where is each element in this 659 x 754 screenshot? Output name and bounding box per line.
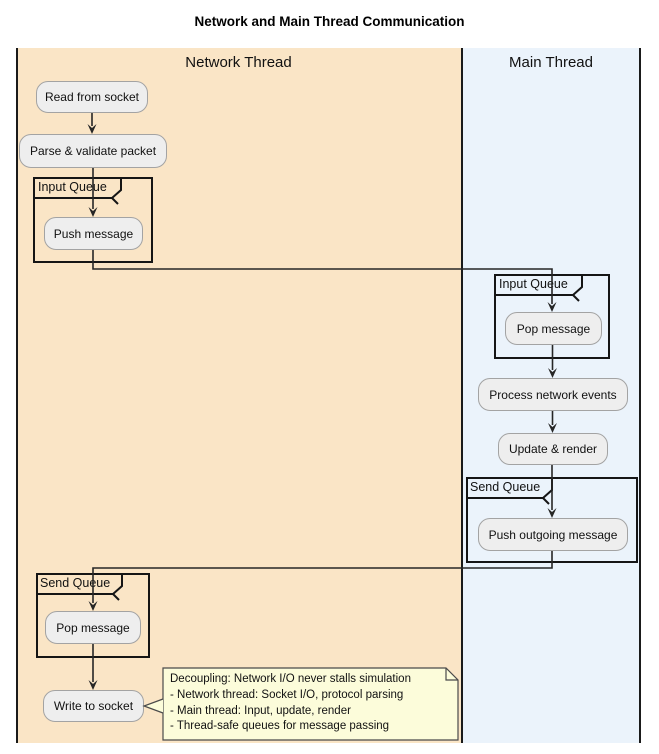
node-read-from-socket: Read from socket bbox=[36, 81, 148, 113]
diagram-title: Network and Main Thread Communication bbox=[194, 14, 465, 29]
group-label-input-queue-network: Input Queue bbox=[38, 180, 107, 194]
note-line-4: - Thread-safe queues for message passing bbox=[170, 720, 390, 733]
node-write-to-socket: Write to socket bbox=[43, 690, 144, 722]
swimlane-title-main: Main Thread bbox=[509, 54, 593, 71]
node-push-message: Push message bbox=[44, 217, 143, 250]
node-process-network-events: Process network events bbox=[478, 378, 628, 411]
node-push-outgoing-message: Push outgoing message bbox=[478, 518, 628, 551]
note-text-block: Decoupling: Network I/O never stalls sim… bbox=[170, 672, 456, 735]
note-line-2: - Network thread: Socket I/O, protocol p… bbox=[170, 688, 404, 701]
node-pop-message-main: Pop message bbox=[505, 312, 602, 345]
group-label-input-queue-main: Input Queue bbox=[499, 277, 568, 291]
node-pop-message-network: Pop message bbox=[45, 611, 141, 644]
node-parse-validate-packet: Parse & validate packet bbox=[19, 134, 167, 168]
note-line-1: Decoupling: Network I/O never stalls sim… bbox=[170, 673, 411, 685]
group-label-send-queue-main: Send Queue bbox=[470, 480, 541, 494]
node-update-render: Update & render bbox=[498, 433, 608, 465]
group-label-send-queue-network: Send Queue bbox=[40, 576, 111, 590]
swimlane-title-network: Network Thread bbox=[185, 54, 292, 71]
note-line-3: - Main thread: Input, update, render bbox=[170, 704, 351, 717]
